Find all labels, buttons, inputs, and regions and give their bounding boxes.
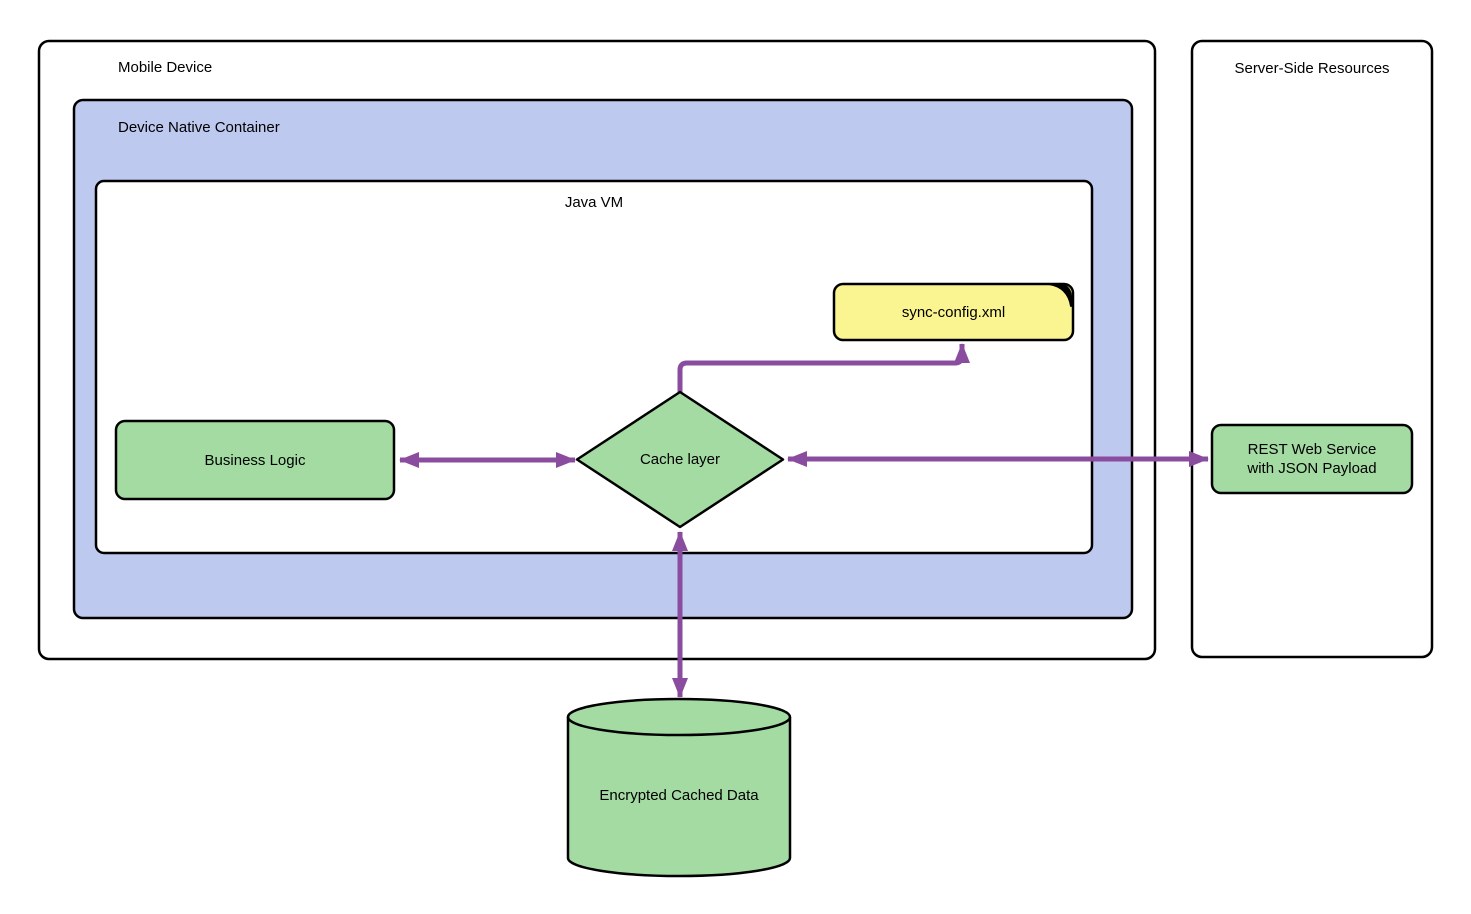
arrows (399, 343, 1209, 698)
server-side-resources-label: Server-Side Resources (1234, 60, 1390, 77)
encrypted-cached-data-label: Encrypted Cached Data (599, 787, 759, 804)
sync-config-note (832, 282, 1075, 342)
cache-layer-label: Cache layer (639, 451, 721, 468)
cache-layer-diamond (575, 390, 785, 529)
mobile-device-label: Mobile Device (118, 59, 213, 76)
device-native-container-label: Device Native Container (118, 119, 280, 136)
business-logic-box (114, 419, 396, 501)
sync-config-label: sync-config.xml (901, 303, 1006, 321)
cylinder-top (566, 697, 792, 737)
server-side-resources-box (1190, 39, 1434, 659)
rest-service-label-line1: REST Web Service (1247, 441, 1377, 458)
java-vm-label: Java VM (564, 194, 624, 211)
arrow-cache-sync-config (677, 343, 970, 392)
cylinder-body (566, 717, 792, 878)
rest-service-label: REST Web Service with JSON Payload (1212, 425, 1412, 493)
business-logic-label: Business Logic (204, 451, 306, 469)
encrypted-data-cylinder (566, 697, 792, 878)
rest-service-box (1210, 423, 1414, 495)
sync-config-note-fold-icon (1048, 283, 1072, 307)
rest-service-label-line2: with JSON Payload (1247, 460, 1377, 477)
sync-config-note-body (832, 282, 1075, 342)
